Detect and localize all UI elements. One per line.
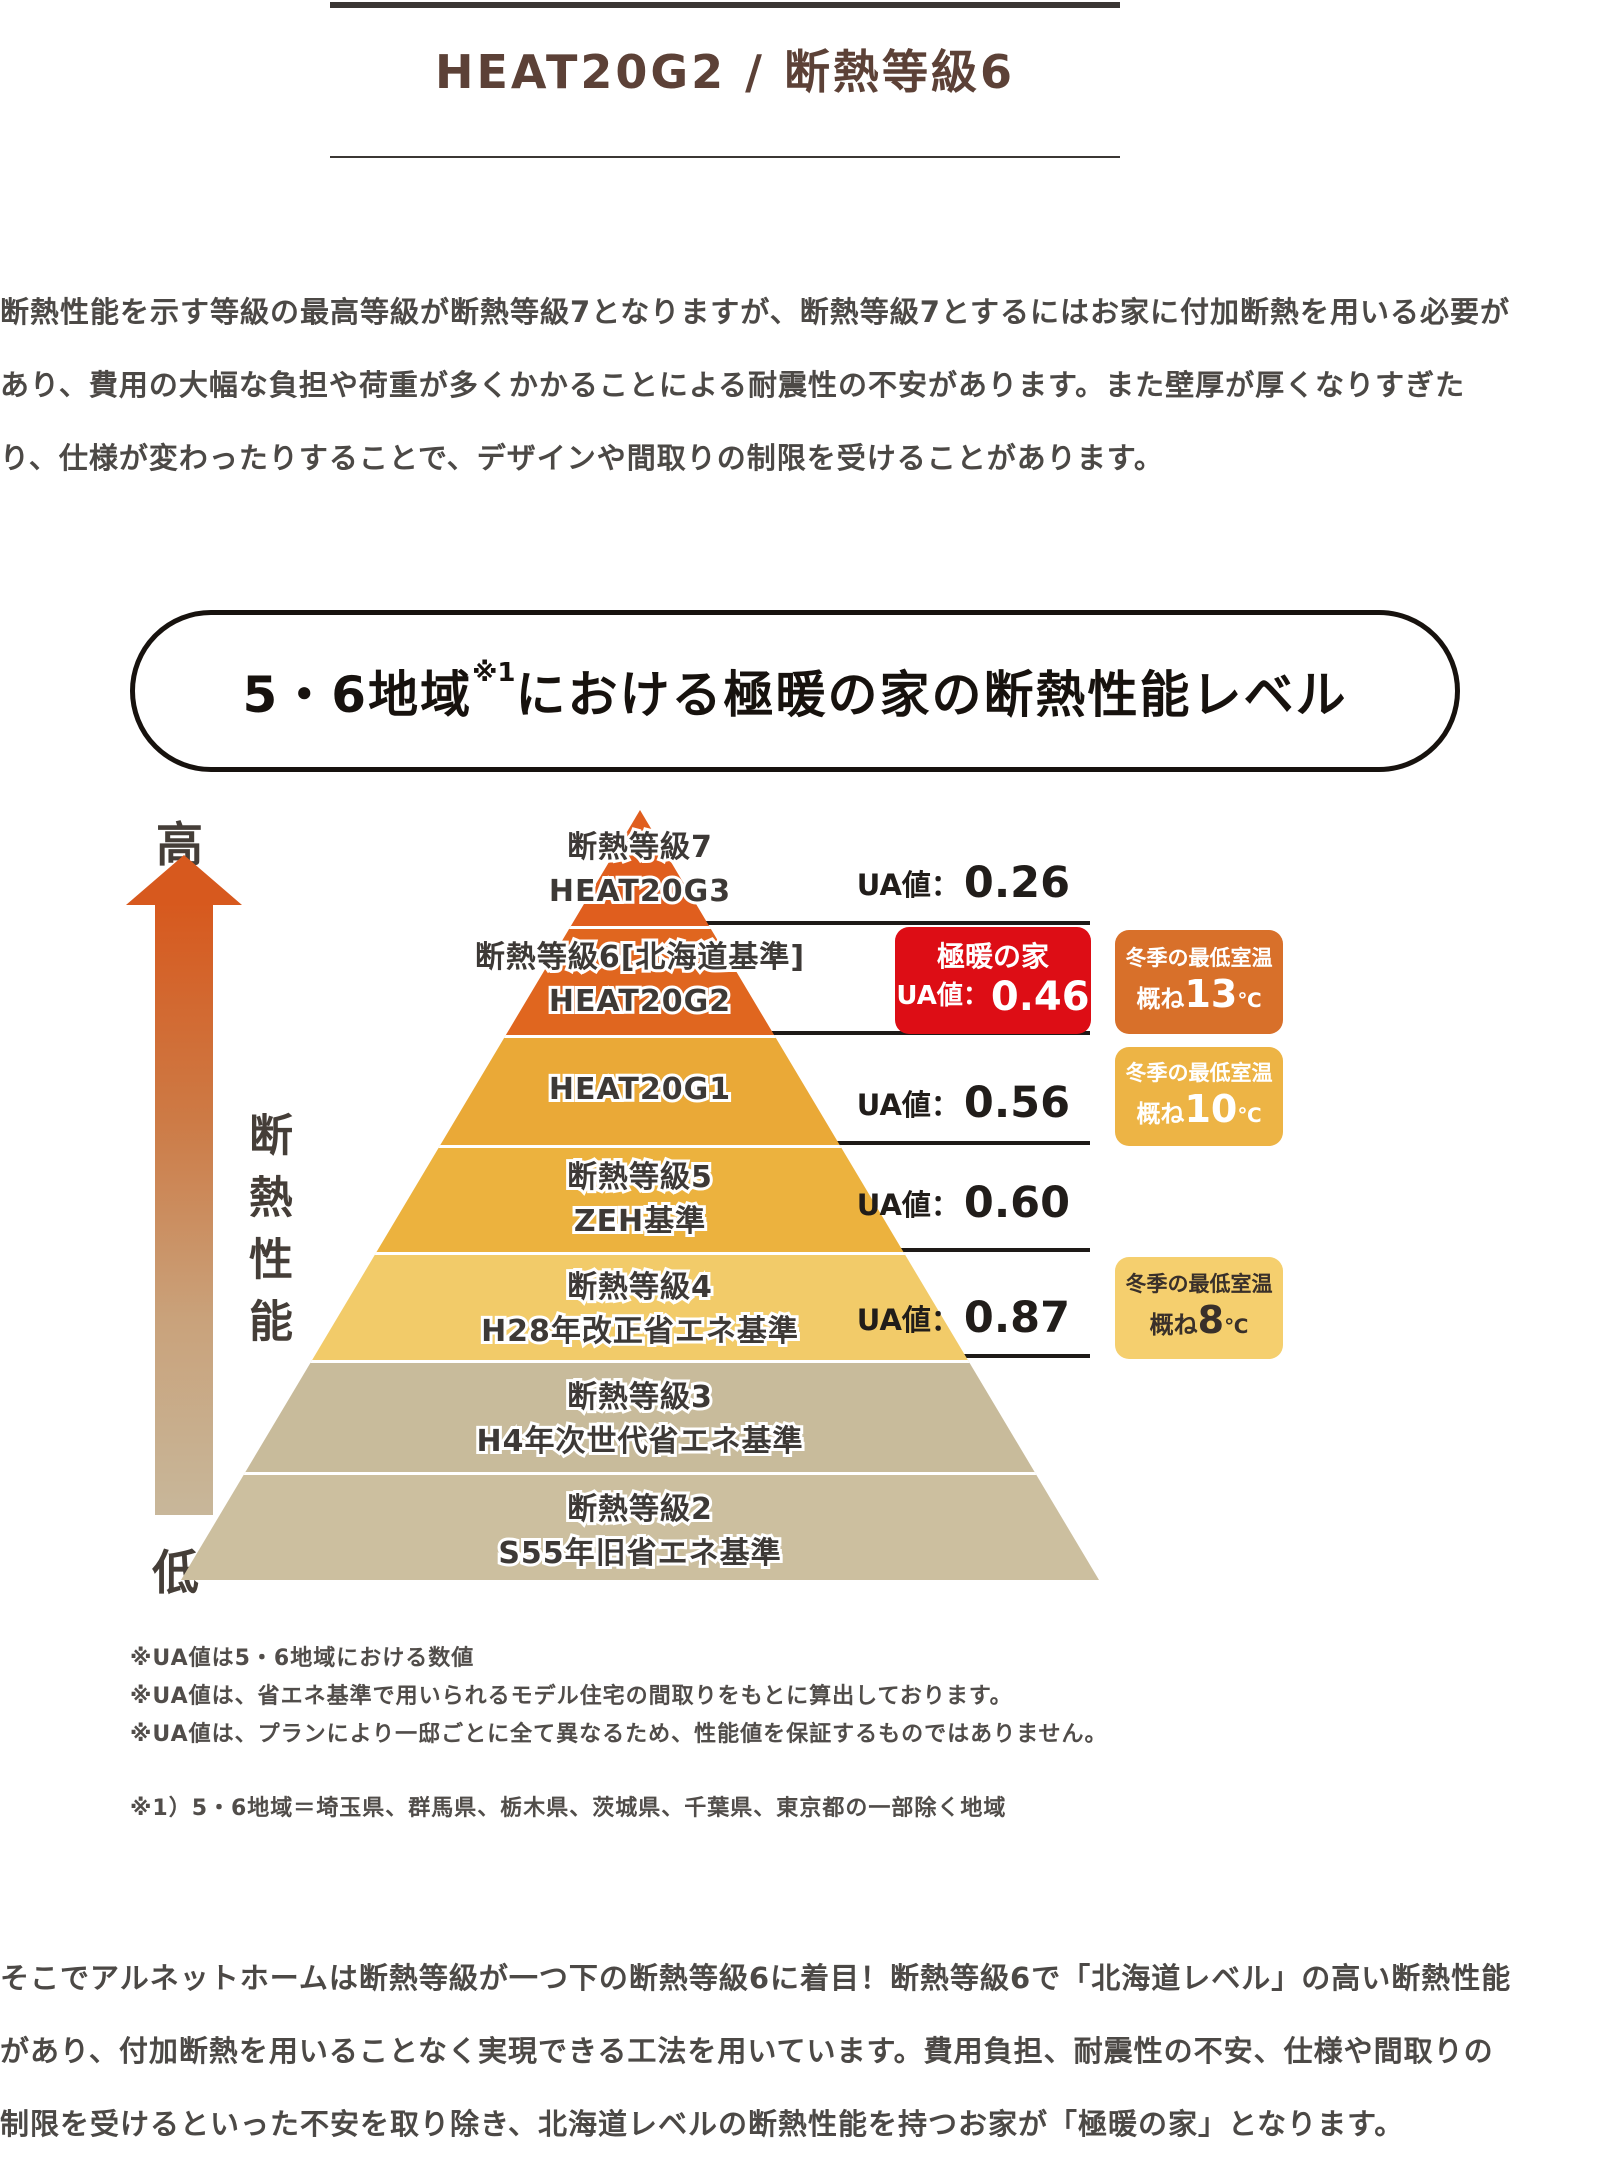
temp-prefix: 概ね <box>1136 985 1185 1014</box>
level-label-grade3: 断熱等級3 H4年次世代省エネ基準 <box>240 1376 1040 1464</box>
winter-temp-box-10: 冬季の最低室温 概ね 10 ℃ <box>1115 1047 1283 1146</box>
intro-paragraph: 断熱性能を示す等級の最高等級が断熱等級7となりますが、断熱等級7とするにはお家に… <box>0 276 1600 495</box>
temp-caption: 冬季の最低室温 <box>1125 1272 1273 1297</box>
level-label-grade4: 断熱等級4 H28年改正省エネ基準 <box>240 1266 1040 1354</box>
temp-value-row: 概ね 10 ℃ <box>1136 1086 1261 1134</box>
ua-number: 0.26 <box>963 858 1070 908</box>
ua-value-026: UA値： 0.26 <box>840 858 1070 908</box>
outro-line: があり、付加断熱を用いることなく実現できる工法を用いています。費用負担、耐震性の… <box>0 2034 1494 2068</box>
level-sub: ZEH基準 <box>571 1201 708 1242</box>
level-label-grade6: 断熱等級6[北海道基準] HEAT20G2 <box>240 936 1040 1024</box>
level-name: 断熱等級2 <box>564 1489 715 1530</box>
temp-prefix: 概ね <box>1136 1099 1185 1128</box>
winter-temp-box-13: 冬季の最低室温 概ね 13 ℃ <box>1115 930 1283 1034</box>
level-sub: S55年旧省エネ基準 <box>495 1533 783 1574</box>
banner-text-prefix: 5・6地域 <box>242 666 473 724</box>
temp-number: 10 <box>1184 1086 1238 1131</box>
pyramid-level-grade3 <box>181 1360 1099 1472</box>
outro-paragraph: そこでアルネットホームは断熱等級が一つ下の断熱等級6に着目！断熱等級6で「北海道… <box>0 1942 1600 2158</box>
highlight-title: 極暖の家 <box>936 940 1049 974</box>
level-name: 断熱等級3 <box>564 1377 715 1418</box>
level-label-grade2: 断熱等級2 S55年旧省エネ基準 <box>240 1488 1040 1576</box>
temp-unit: ℃ <box>1237 988 1262 1013</box>
ua-prefix: UA値： <box>896 980 989 1011</box>
level-sub: HEAT20G3 <box>546 871 733 912</box>
temp-unit: ℃ <box>1237 1102 1262 1127</box>
banner-text-suffix: における極暖の家の断熱性能レベル <box>515 666 1348 724</box>
section-banner: 5・6地域 ※1 における極暖の家の断熱性能レベル <box>130 610 1460 772</box>
footnote: ※UA値は、プランにより一邸ごとに全て異なるため、性能値を保証するものではありま… <box>130 1722 1108 1747</box>
guide-line-1 <box>670 921 1090 925</box>
title-underline <box>330 156 1120 158</box>
intro-line: り、仕様が変わったりすることで、デザインや間取りの制限を受けることがあります。 <box>0 441 1164 475</box>
ua-number: 0.87 <box>963 1293 1070 1343</box>
level-name: 断熱等級4 <box>564 1267 715 1308</box>
top-divider <box>330 2 1120 8</box>
temp-caption: 冬季の最低室温 <box>1125 1060 1273 1085</box>
temp-value-row: 概ね 13 ℃ <box>1136 971 1261 1019</box>
ua-prefix: UA値： <box>856 1088 960 1122</box>
intro-line: あり、費用の大幅な負担や荷重が多くかかることによる耐震性の不安があります。また壁… <box>0 368 1466 402</box>
ua-value-087: UA値： 0.87 <box>840 1293 1070 1343</box>
footnote-region-note: ※1）5・6地域＝埼玉県、群馬県、栃木県、茨城県、千葉県、東京都の一部除く地域 <box>130 1796 1007 1821</box>
guide-line-4 <box>870 1248 1090 1252</box>
temp-number: 13 <box>1184 972 1238 1017</box>
page-title: HEAT20G2 / 断熱等級6 <box>435 45 1015 99</box>
ua-value-060: UA値： 0.60 <box>840 1178 1070 1228</box>
ua-prefix: UA値： <box>856 868 960 902</box>
axis-title: 断熱性能 <box>241 1112 292 1360</box>
temp-value-row: 概ね 8 ℃ <box>1150 1297 1249 1345</box>
level-sub: H4年次世代省エネ基準 <box>474 1421 806 1462</box>
ua-number: 0.60 <box>963 1178 1070 1228</box>
guide-line-5 <box>910 1354 1090 1358</box>
ua-value-056: UA値： 0.56 <box>840 1078 1070 1128</box>
ua-prefix: UA値： <box>856 1303 960 1337</box>
guide-line-3 <box>805 1141 1090 1145</box>
ua-number: 0.56 <box>963 1078 1070 1128</box>
level-name: HEAT20G1 <box>546 1069 733 1110</box>
ua-prefix: UA値： <box>856 1188 960 1222</box>
temp-number: 8 <box>1197 1298 1225 1343</box>
axis-arrow-shaft <box>155 903 213 1515</box>
level-label-grade5: 断熱等級5 ZEH基準 <box>240 1156 1040 1244</box>
pyramid-level-grade2 <box>181 1472 1099 1580</box>
level-name: 断熱等級5 <box>564 1157 715 1198</box>
level-label-grade7: 断熱等級7 HEAT20G3 <box>240 826 1040 914</box>
temp-prefix: 概ね <box>1149 1311 1198 1340</box>
ua-number: 0.46 <box>990 973 1090 1020</box>
axis-arrow-head <box>126 855 242 905</box>
highlight-ua: UA値： 0.46 <box>896 974 1089 1020</box>
level-name: 断熱等級7 <box>564 827 715 868</box>
level-label-heat20g1: HEAT20G1 <box>240 1068 1040 1112</box>
outro-line: そこでアルネットホームは断熱等級が一つ下の断熱等級6に着目！断熱等級6で「北海道… <box>0 1961 1512 1995</box>
gokudan-house-highlight: 極暖の家 UA値： 0.46 <box>895 927 1091 1034</box>
winter-temp-box-8: 冬季の最低室温 概ね 8 ℃ <box>1115 1257 1283 1359</box>
level-sub: HEAT20G2 <box>546 981 733 1022</box>
outro-line: 制限を受けるといった不安を取り除き、北海道レベルの断熱性能を持つお家が「極暖の家… <box>0 2107 1405 2141</box>
level-name: 断熱等級6[北海道基準] <box>472 937 807 978</box>
level-sub: H28年改正省エネ基準 <box>478 1311 801 1352</box>
intro-line: 断熱性能を示す等級の最高等級が断熱等級7となりますが、断熱等級7とするにはお家に… <box>0 295 1511 329</box>
temp-caption: 冬季の最低室温 <box>1125 946 1273 971</box>
temp-unit: ℃ <box>1224 1314 1249 1339</box>
footnote: ※UA値は5・6地域における数値 <box>130 1646 475 1671</box>
banner-footnote-ref: ※1 <box>472 658 516 688</box>
footnote: ※UA値は、省エネ基準で用いられるモデル住宅の間取りをもとに算出しております。 <box>130 1684 1013 1709</box>
